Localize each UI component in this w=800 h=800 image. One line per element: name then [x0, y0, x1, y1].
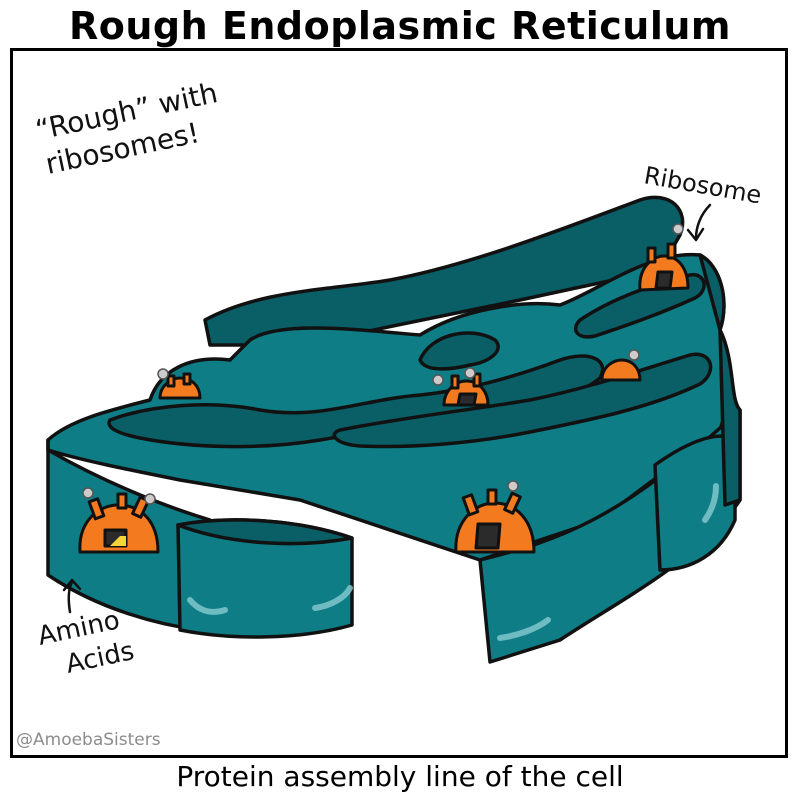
credit-watermark: @AmoebaSisters [16, 730, 161, 750]
amino-acids-arrow-head [62, 578, 82, 592]
amino-acid-dot [144, 493, 156, 505]
amino-acid-dot [672, 223, 684, 235]
ribosome-front-center [454, 488, 536, 554]
amino-acids-arrow [67, 580, 74, 614]
diagram-title: Rough Endoplasmic Reticulum [68, 4, 732, 48]
ribosome-arrow [694, 203, 712, 240]
ribosome-back-center [442, 372, 490, 407]
ribosome-top-right [638, 242, 690, 292]
er-lumen-channel-3 [418, 331, 500, 371]
amino-acid-dot [432, 374, 444, 386]
amino-acid-dot [464, 367, 476, 379]
er-lumen-channel-1 [107, 354, 605, 449]
highlight-right [497, 617, 551, 641]
diagram-caption: Protein assembly line of the cell [176, 760, 624, 793]
amino-acid-dot [628, 349, 640, 361]
er-front-block-right [653, 434, 737, 572]
er-end-wall [698, 253, 742, 507]
er-fold-back [203, 195, 685, 347]
highlight-end [702, 483, 719, 523]
amino-acid-dot [82, 487, 94, 499]
highlight-middle [312, 585, 353, 611]
ribosome-back-right [600, 358, 642, 382]
ribosome-arrow-head [686, 227, 705, 242]
amino-acid-dot [507, 480, 519, 492]
ribosome-back-left [158, 372, 202, 400]
amino-acid-dot [157, 368, 169, 380]
highlight-left [187, 597, 228, 615]
er-lumen-channel-2 [332, 352, 713, 449]
